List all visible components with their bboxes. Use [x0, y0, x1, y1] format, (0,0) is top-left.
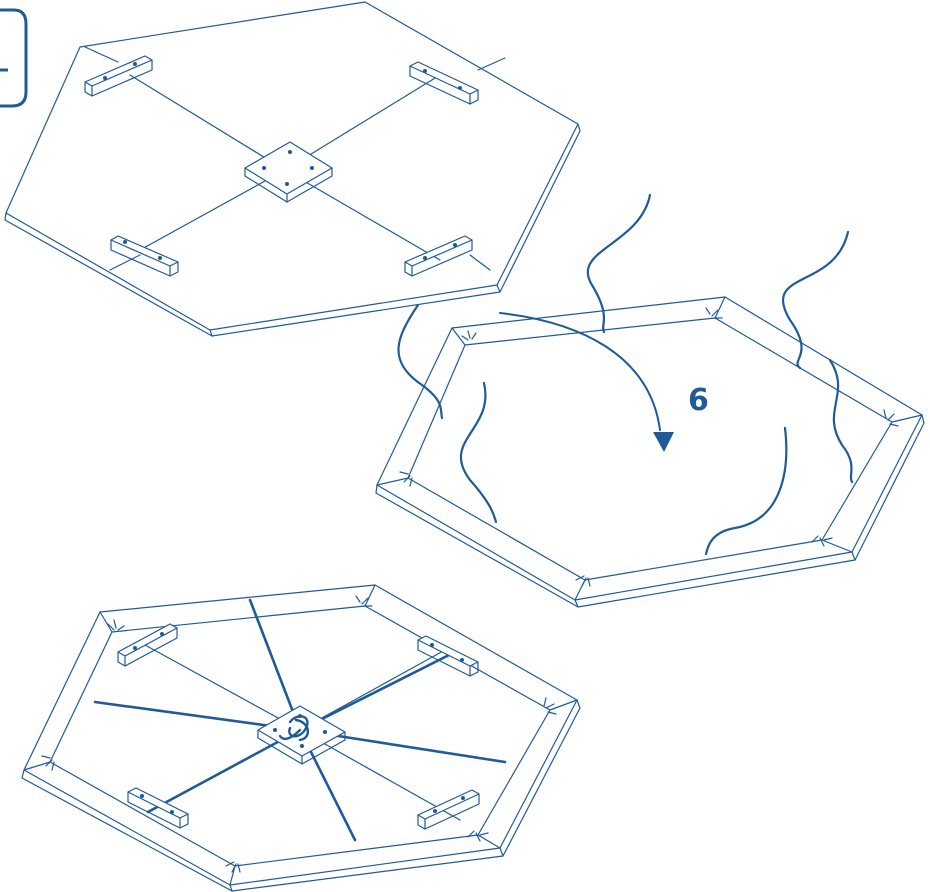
bottom-block-lr: [418, 790, 479, 829]
top-block-lr: [405, 236, 472, 276]
curved-arrow-icon: [500, 313, 674, 452]
step-number: 6: [688, 383, 709, 418]
middle-hex-frame: [376, 297, 924, 607]
loose-strings: [398, 195, 852, 554]
top-block-ur: [410, 62, 478, 104]
top-block-ll: [111, 236, 178, 276]
top-block-center: [245, 142, 332, 202]
step-badge-tab: [0, 10, 26, 106]
